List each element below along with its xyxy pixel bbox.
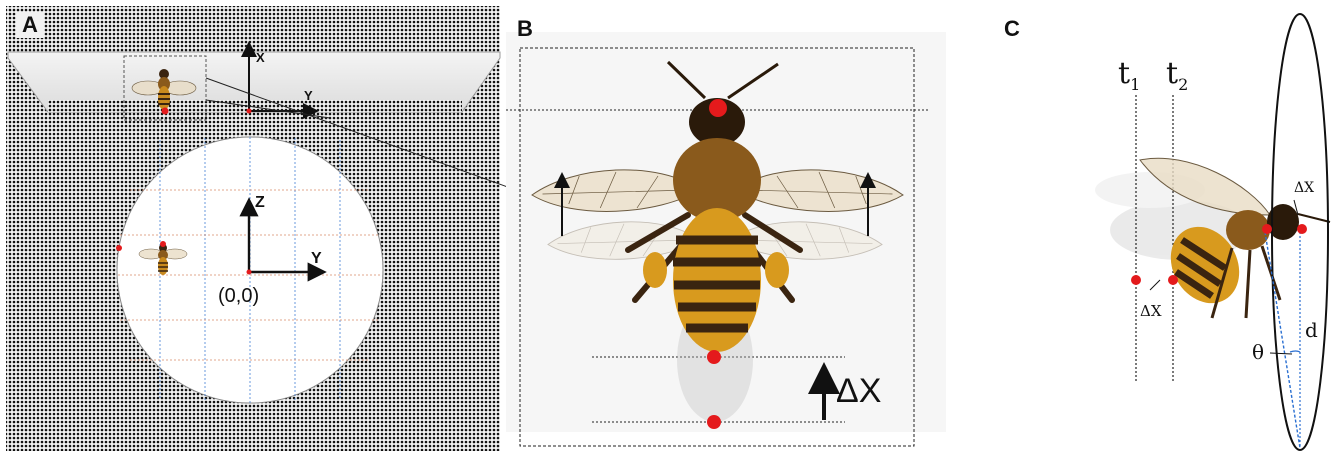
arena-axis-y-label: Y — [311, 250, 322, 268]
t2-base: t — [1166, 56, 1178, 91]
t1-label: t1 — [1118, 56, 1140, 94]
top-axis-y-label: Y — [304, 88, 313, 103]
delta-x-label-b: ΔX — [836, 372, 881, 411]
marker-mid — [707, 350, 721, 364]
arena-marker-bee — [160, 241, 166, 247]
marker-head-c2 — [1297, 224, 1307, 234]
arena-axis-z-label: Z — [255, 194, 265, 212]
panel-c-letter: C — [1004, 16, 1020, 42]
origin-label: (0,0) — [218, 285, 259, 308]
top-axis-x-label: X — [256, 50, 265, 65]
delta-x-bottom-label: ΔX — [1140, 302, 1162, 320]
delta-x-top-label: ΔX — [1294, 180, 1314, 196]
panel-a — [6, 6, 538, 451]
panel-a-letter: A — [16, 12, 44, 38]
theta-arc — [1290, 351, 1300, 352]
t2-label: t2 — [1166, 56, 1188, 94]
arena-marker-edge — [116, 245, 122, 251]
marker-head-c1 — [1262, 224, 1272, 234]
marker-t2 — [1168, 275, 1178, 285]
panel-b-letter: B — [517, 16, 533, 42]
tray-marker — [162, 108, 169, 115]
t1-sub: 1 — [1130, 75, 1140, 94]
swing-line — [1265, 232, 1300, 448]
theta-label: θ — [1252, 340, 1264, 364]
marker-bottom — [707, 415, 721, 429]
marker-t1 — [1131, 275, 1141, 285]
t1-base: t — [1118, 56, 1130, 91]
t2-sub: 2 — [1178, 75, 1188, 94]
marker-head — [709, 99, 727, 117]
d-label: d — [1305, 318, 1318, 342]
